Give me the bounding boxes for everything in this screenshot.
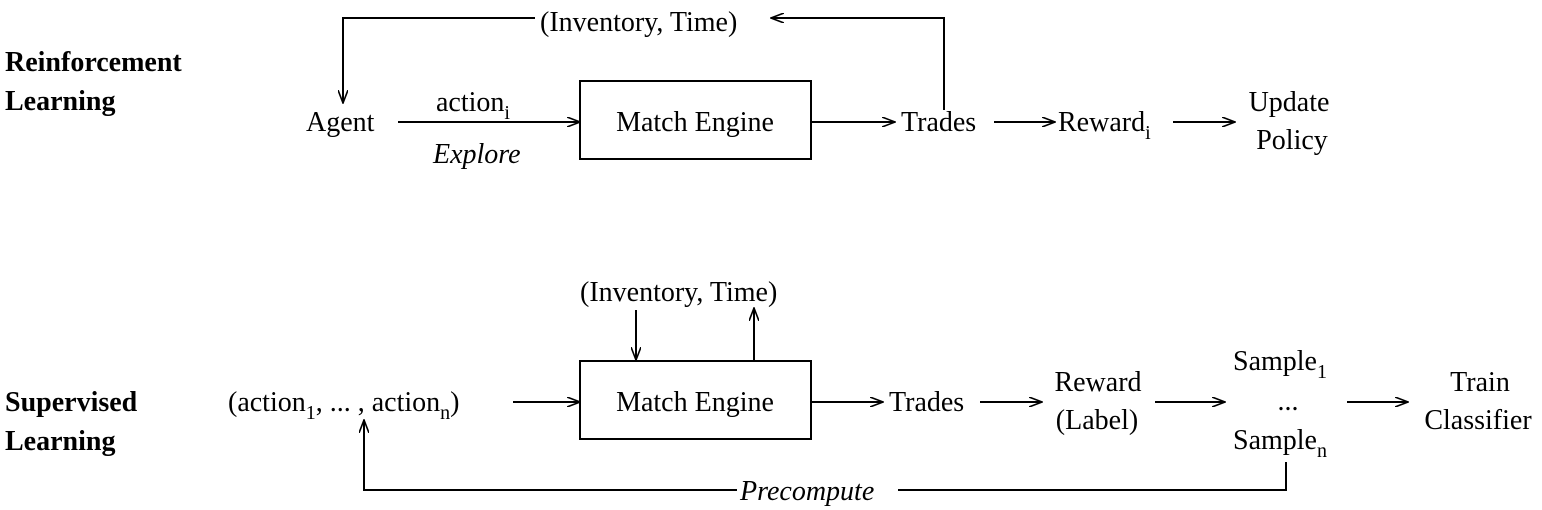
rl-heading-line1: Reinforcement xyxy=(5,47,182,78)
sl-heading-line2: Learning xyxy=(5,426,115,457)
rl-update-label-line1: Update xyxy=(1249,87,1330,118)
sl-precompute-line-right xyxy=(898,462,1287,491)
sl-train-label-line2: Classifier xyxy=(1424,405,1532,436)
sl-sample-last-label: Samplen xyxy=(1233,425,1327,462)
rl-action-label: actioni xyxy=(436,87,510,124)
rl-update-label-line2: Policy xyxy=(1256,125,1328,156)
rl-reward-label: Rewardi xyxy=(1058,107,1151,144)
sl-reward-label-line2: (Label) xyxy=(1056,405,1138,436)
rl-trades-to-state-arrow xyxy=(771,18,945,110)
rl-explore-label: Explore xyxy=(432,139,521,170)
sl-precompute-label: Precompute xyxy=(739,476,874,507)
rl-heading-line2: Learning xyxy=(5,86,115,117)
sl-match-engine-box xyxy=(579,360,812,440)
sl-sample-ellipsis: ... xyxy=(1278,386,1299,417)
sl-trades-label: Trades xyxy=(889,387,964,418)
sl-train-label-line1: Train xyxy=(1450,367,1510,398)
rl-state-label: (Inventory, Time) xyxy=(540,7,737,38)
sl-sample-first-label: Sample1 xyxy=(1233,346,1327,383)
rl-state-to-agent-arrow xyxy=(343,17,535,103)
rl-trades-label: Trades xyxy=(901,107,976,138)
rl-agent-label: Agent xyxy=(306,107,375,138)
sl-actions-label: (action1, ... , actionn) xyxy=(228,387,460,424)
rl-match-engine-label: Match Engine xyxy=(616,107,774,138)
sl-match-engine-label: Match Engine xyxy=(616,387,774,418)
sl-state-label: (Inventory, Time) xyxy=(580,277,777,308)
sl-reward-label-line1: Reward xyxy=(1054,367,1141,398)
sl-heading-line1: Supervised xyxy=(5,387,138,418)
rl-match-engine-box xyxy=(579,80,812,160)
sl-precompute-to-actions-arrow xyxy=(364,420,737,491)
